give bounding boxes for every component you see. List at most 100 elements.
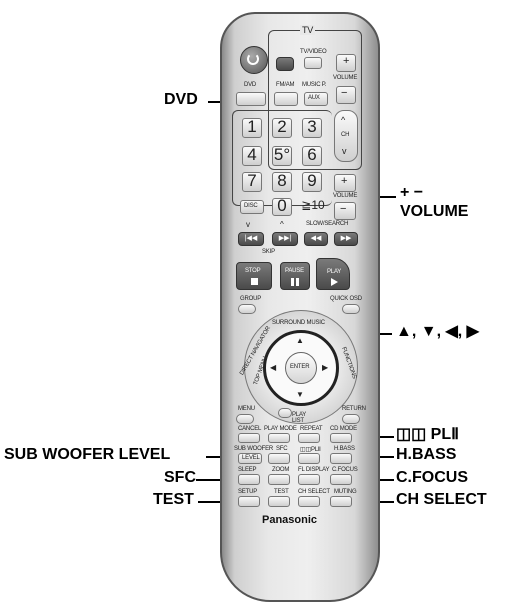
volume-minus-button[interactable] bbox=[334, 202, 356, 220]
sfc-button[interactable] bbox=[268, 453, 290, 464]
key-3-label: 3 bbox=[307, 117, 317, 136]
key-5-label: 5° bbox=[273, 145, 291, 164]
key-8-label: 8 bbox=[277, 171, 287, 190]
skip-back-button[interactable]: |◀◀ bbox=[238, 232, 264, 246]
setup-button[interactable] bbox=[238, 496, 260, 507]
zoom-button[interactable] bbox=[268, 474, 290, 485]
key-2-button[interactable] bbox=[272, 118, 292, 138]
slow-search-label: SLOW/SEARCH bbox=[306, 221, 349, 227]
volume-plus-button[interactable] bbox=[334, 174, 356, 192]
play-mode-button[interactable] bbox=[268, 433, 290, 443]
enter-button[interactable] bbox=[285, 352, 317, 384]
pause-button[interactable]: PAUSE bbox=[280, 262, 310, 290]
test-small-label: TEST bbox=[274, 489, 289, 495]
key-3-button[interactable] bbox=[302, 118, 322, 138]
pl2-small-label: ◫◫PLⅡ bbox=[300, 447, 321, 453]
repeat-button[interactable] bbox=[298, 433, 320, 443]
group-label: GROUP bbox=[240, 296, 262, 302]
play-button[interactable]: PLAY bbox=[316, 258, 350, 290]
up-arrow-icon[interactable]: ▲ bbox=[296, 336, 304, 345]
muting-button[interactable] bbox=[330, 496, 352, 507]
sub-woofer-label: SUB WOOFER bbox=[234, 446, 274, 452]
callout-sfc: SFC bbox=[164, 469, 196, 486]
tv-power-button[interactable] bbox=[276, 57, 294, 71]
key-ge10-label[interactable]: ≧10 bbox=[301, 198, 325, 212]
sub-woofer-level-button[interactable] bbox=[238, 453, 262, 464]
ch-up-icon: ^ bbox=[341, 115, 346, 125]
channel-rocker[interactable] bbox=[334, 110, 358, 162]
sleep-button[interactable] bbox=[238, 474, 260, 485]
tv-label: TV bbox=[300, 25, 316, 35]
play-label: PLAY bbox=[327, 269, 342, 275]
cd-mode-button[interactable] bbox=[330, 433, 352, 443]
key-0-label: 0 bbox=[277, 196, 287, 215]
callout-arrows: ▲, ▼, ◀, ▶ bbox=[396, 323, 479, 340]
callout-ch-select: CH SELECT bbox=[396, 491, 487, 508]
callout-test: TEST bbox=[153, 491, 194, 508]
dvd-button[interactable] bbox=[236, 92, 266, 106]
key-1-label: 1 bbox=[247, 117, 257, 136]
dolby-pl2-button[interactable] bbox=[298, 453, 320, 464]
cd-mode-label: CD MODE bbox=[330, 426, 357, 432]
key-6-button[interactable] bbox=[302, 146, 322, 166]
music-p-label: MUSIC P. bbox=[302, 82, 327, 88]
ch-down-icon: v bbox=[342, 146, 347, 156]
power-button[interactable] bbox=[240, 46, 268, 74]
cfocus-small-label: C.FOCUS bbox=[332, 467, 358, 473]
fast-forward-button[interactable]: ▶▶ bbox=[334, 232, 358, 246]
rewind-button[interactable]: ◀◀ bbox=[304, 232, 328, 246]
disc-button[interactable] bbox=[240, 200, 264, 214]
pause-label: PAUSE bbox=[285, 268, 304, 274]
key-7-label: 7 bbox=[247, 171, 257, 190]
callout-dolby-pl: ◫◫ PLⅡ bbox=[396, 426, 459, 443]
tv-video-button[interactable] bbox=[304, 57, 322, 69]
sleep-label: SLEEP bbox=[238, 467, 257, 473]
key-1-button[interactable] bbox=[242, 118, 262, 138]
skip-forward-button[interactable]: ▶▶| bbox=[272, 232, 298, 246]
key-8-button[interactable] bbox=[272, 172, 292, 192]
play-list-label: PLAY LIST bbox=[292, 412, 306, 424]
key-0-button[interactable] bbox=[272, 198, 292, 216]
level-label: LEVEL bbox=[242, 455, 260, 461]
group-button[interactable] bbox=[238, 304, 256, 314]
test-button[interactable] bbox=[268, 496, 290, 507]
key-9-button[interactable] bbox=[302, 172, 322, 192]
key-5-button[interactable] bbox=[272, 146, 292, 166]
key-4-button[interactable] bbox=[242, 146, 262, 166]
stop-icon bbox=[251, 278, 258, 285]
repeat-label: REPEAT bbox=[300, 426, 323, 432]
zoom-label: ZOOM bbox=[272, 467, 290, 473]
menu-label: MENU bbox=[238, 406, 255, 412]
hbass-button[interactable] bbox=[330, 453, 352, 464]
left-arrow-icon[interactable]: ◀ bbox=[270, 363, 276, 372]
tv-video-label: TV/VIDEO bbox=[300, 49, 327, 55]
volume-plus-tv-label: + bbox=[343, 55, 350, 67]
quick-osd-button[interactable] bbox=[342, 304, 360, 314]
volume-minus-tv-button[interactable] bbox=[336, 86, 356, 104]
brand-logo: Panasonic bbox=[262, 514, 318, 526]
ch-select-button[interactable] bbox=[298, 496, 320, 507]
volume-main-label: VOLUME bbox=[333, 193, 358, 199]
fm-am-label: FM/AM bbox=[276, 82, 295, 88]
sfc-small-label: SFC bbox=[276, 446, 288, 452]
fm-am-button[interactable] bbox=[274, 92, 298, 106]
aux-button[interactable] bbox=[304, 92, 328, 106]
volume-minus-label: − bbox=[340, 203, 347, 215]
key-7-button[interactable] bbox=[242, 172, 262, 192]
play-mode-label: PLAY MODE bbox=[264, 426, 297, 432]
key-9-label: 9 bbox=[307, 171, 317, 190]
volume-plus-tv-button[interactable] bbox=[336, 54, 356, 72]
cfocus-button[interactable] bbox=[330, 474, 352, 485]
play-list-button[interactable] bbox=[278, 408, 292, 418]
volume-plus-label: + bbox=[341, 175, 348, 187]
cancel-button[interactable] bbox=[238, 433, 260, 443]
stop-button[interactable]: STOP bbox=[236, 262, 272, 290]
down-arrow-icon[interactable]: ▼ bbox=[296, 390, 304, 399]
disc-label: DISC bbox=[244, 203, 258, 209]
pause-icon bbox=[291, 278, 299, 286]
return-button[interactable] bbox=[342, 414, 360, 424]
menu-button[interactable] bbox=[236, 414, 254, 424]
callout-hbass: H.BASS bbox=[396, 446, 457, 463]
right-arrow-icon[interactable]: ▶ bbox=[322, 363, 328, 372]
fl-display-button[interactable] bbox=[298, 474, 320, 485]
